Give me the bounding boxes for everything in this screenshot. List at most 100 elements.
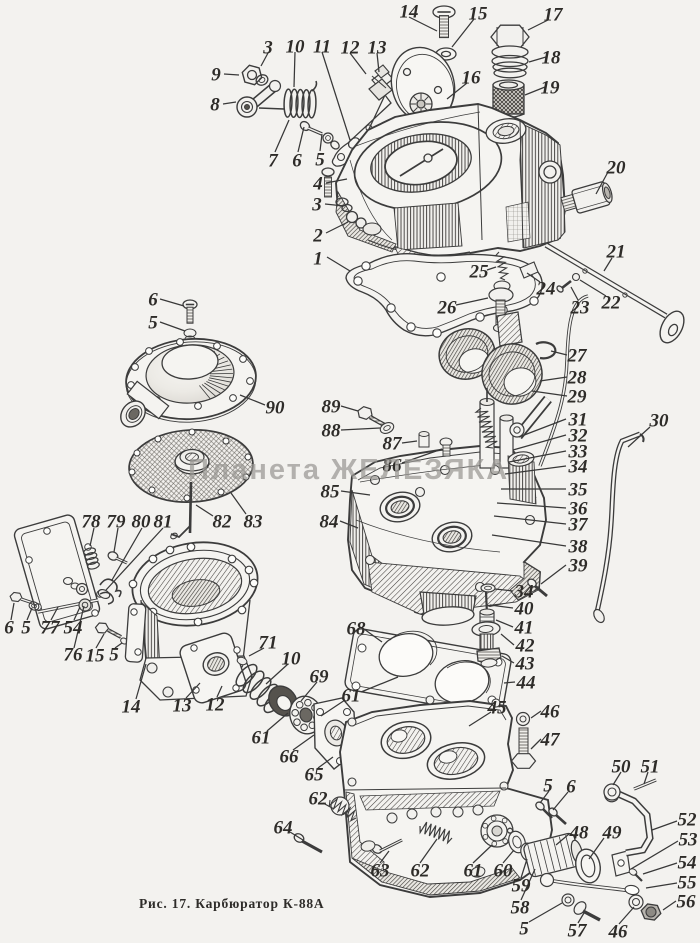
svg-text:6: 6 (566, 777, 576, 798)
svg-text:9: 9 (211, 65, 221, 86)
svg-text:10: 10 (286, 37, 306, 58)
svg-text:29: 29 (567, 387, 588, 408)
svg-text:55: 55 (678, 873, 698, 894)
svg-text:45: 45 (487, 698, 508, 719)
svg-text:42: 42 (515, 636, 536, 657)
svg-text:62: 62 (309, 789, 329, 810)
svg-text:65: 65 (305, 765, 325, 786)
svg-text:20: 20 (606, 158, 627, 179)
svg-text:82: 82 (213, 512, 233, 533)
svg-text:40: 40 (514, 599, 535, 620)
svg-text:35: 35 (568, 480, 589, 501)
svg-text:76: 76 (64, 645, 84, 666)
svg-text:48: 48 (569, 823, 590, 844)
svg-text:24: 24 (536, 279, 556, 300)
svg-text:14: 14 (122, 697, 141, 718)
svg-text:62: 62 (411, 861, 431, 882)
svg-text:7: 7 (268, 151, 279, 172)
svg-text:12: 12 (206, 695, 226, 716)
svg-text:58: 58 (511, 898, 531, 919)
svg-text:18: 18 (542, 48, 562, 69)
svg-text:27: 27 (567, 346, 589, 367)
svg-text:83: 83 (244, 512, 263, 533)
svg-text:22: 22 (601, 293, 622, 314)
svg-text:21: 21 (606, 242, 626, 263)
svg-text:61: 61 (464, 861, 483, 882)
svg-text:5: 5 (519, 919, 529, 940)
svg-text:43: 43 (515, 654, 535, 675)
svg-text:3: 3 (262, 38, 273, 59)
svg-text:15: 15 (86, 646, 106, 667)
svg-text:5: 5 (148, 313, 158, 334)
svg-text:1: 1 (313, 249, 323, 270)
svg-text:16: 16 (462, 68, 482, 89)
svg-text:47: 47 (540, 730, 562, 751)
svg-text:36: 36 (568, 499, 589, 520)
svg-text:28: 28 (567, 368, 588, 389)
svg-text:77: 77 (41, 618, 62, 639)
svg-text:56: 56 (677, 892, 697, 913)
svg-text:23: 23 (570, 298, 590, 319)
svg-text:60: 60 (494, 861, 514, 882)
svg-text:90: 90 (266, 398, 286, 419)
svg-text:39: 39 (568, 556, 589, 577)
svg-text:13: 13 (368, 38, 387, 59)
svg-text:19: 19 (541, 78, 561, 99)
svg-text:54: 54 (678, 853, 697, 874)
svg-text:71: 71 (259, 633, 278, 654)
svg-text:52: 52 (678, 810, 698, 831)
svg-text:88: 88 (322, 421, 342, 442)
svg-text:6: 6 (148, 290, 158, 311)
svg-text:78: 78 (82, 512, 102, 533)
svg-text:5: 5 (21, 618, 31, 639)
svg-text:8: 8 (210, 95, 220, 116)
svg-text:17: 17 (544, 5, 565, 26)
svg-text:34: 34 (568, 457, 588, 478)
svg-text:46: 46 (540, 702, 561, 723)
svg-text:87: 87 (383, 434, 404, 455)
svg-text:64: 64 (274, 818, 293, 839)
svg-text:54: 54 (64, 618, 83, 639)
svg-text:6: 6 (292, 151, 302, 172)
svg-text:31: 31 (568, 410, 588, 431)
svg-text:25: 25 (469, 262, 490, 283)
svg-text:13: 13 (173, 696, 192, 717)
svg-text:33: 33 (568, 442, 588, 463)
svg-text:5: 5 (315, 150, 325, 171)
svg-text:53: 53 (679, 830, 698, 851)
svg-text:63: 63 (371, 861, 390, 882)
svg-text:84: 84 (320, 512, 339, 533)
svg-text:11: 11 (313, 37, 331, 58)
svg-text:69: 69 (310, 667, 330, 688)
svg-text:Рис. 17. Карбюратор К-88А: Рис. 17. Карбюратор К-88А (139, 896, 324, 911)
svg-text:44: 44 (516, 673, 536, 694)
svg-text:68: 68 (347, 619, 367, 640)
svg-text:85: 85 (321, 482, 341, 503)
svg-text:5: 5 (543, 776, 553, 797)
svg-text:51: 51 (641, 757, 660, 778)
svg-text:15: 15 (469, 4, 489, 25)
svg-text:57: 57 (568, 921, 589, 942)
svg-text:61: 61 (342, 686, 361, 707)
svg-text:34: 34 (514, 582, 534, 603)
svg-text:38: 38 (568, 537, 589, 558)
svg-text:Планета ЖЕЛЕЗЯКА: Планета ЖЕЛЕЗЯКА (188, 454, 509, 486)
svg-text:12: 12 (341, 38, 361, 59)
svg-text:80: 80 (132, 512, 152, 533)
svg-text:26: 26 (437, 298, 458, 319)
svg-text:3: 3 (311, 195, 322, 216)
svg-text:86: 86 (383, 456, 403, 477)
svg-text:6: 6 (4, 618, 14, 639)
svg-text:81: 81 (154, 512, 173, 533)
svg-text:4: 4 (312, 174, 323, 195)
svg-text:79: 79 (107, 512, 127, 533)
svg-text:66: 66 (280, 747, 300, 768)
svg-text:46: 46 (608, 922, 629, 943)
svg-text:59: 59 (512, 876, 532, 897)
svg-text:32: 32 (568, 426, 589, 447)
svg-text:50: 50 (612, 757, 632, 778)
svg-text:30: 30 (649, 411, 670, 432)
svg-text:10: 10 (282, 649, 302, 670)
svg-text:5: 5 (109, 645, 119, 666)
svg-text:49: 49 (602, 823, 623, 844)
